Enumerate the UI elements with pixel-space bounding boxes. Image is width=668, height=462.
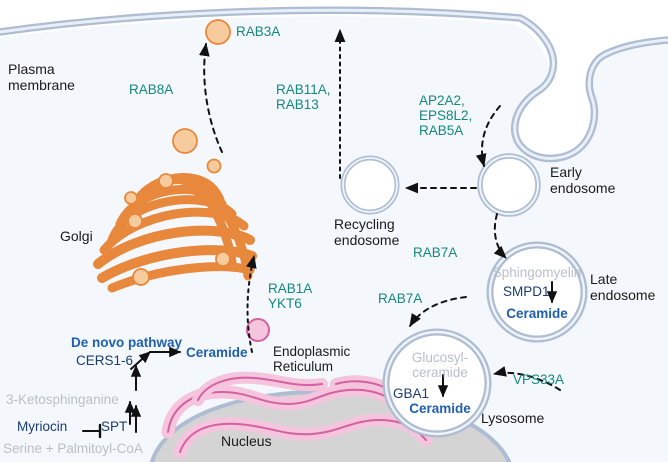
rab8a-label: RAB8A [129, 82, 174, 97]
myriocin-inhibitor: Myriocin [17, 419, 68, 434]
de-novo-ceramide-product: Ceramide [186, 345, 248, 360]
rab11a-rab13-label: RAB11A, RAB13 [276, 82, 331, 113]
lysosome-graphic [382, 328, 492, 438]
rab3a-vesicle [205, 19, 231, 45]
late-endosome-label: Late endosome [590, 271, 656, 303]
rab7a-late-label: RAB7A [413, 245, 458, 260]
lysosome-label: Lysosome [481, 410, 545, 426]
recycling-endosome-label: Recycling endosome [334, 216, 400, 248]
endoplasmic-reticulum-label: Endoplasmic Reticulum [273, 344, 351, 375]
serine-palmitoyl-coa-substrate: Serine + Palmitoyl-CoA [3, 441, 143, 456]
recycling-endosome-graphic [340, 155, 400, 215]
ketosphinganine-intermediate: 3-Ketosphinganine [6, 392, 119, 407]
golgi-vesicles [124, 128, 231, 286]
metabolic-arrows [82, 281, 558, 439]
plasma-membrane-graphic [0, 6, 668, 163]
rab1a-ykt6-label: RAB1A YKT6 [268, 281, 313, 312]
gba1-enzyme-label: GBA1 [393, 386, 430, 401]
spt-enzyme-label: SPT [101, 419, 128, 434]
rab7a-lysosome-label: RAB7A [378, 291, 423, 306]
vps33a-label: VPS33A [513, 372, 565, 387]
early-endosome-graphic [477, 153, 541, 217]
sphingomyelin-substrate: Sphingomyelin [492, 265, 582, 280]
smpd1-enzyme-label: SMPD1 [503, 284, 550, 299]
late-endosome-graphic [486, 241, 588, 343]
cytosol-region [0, 16, 668, 462]
cers-enzyme-label: CERS1-6 [76, 353, 134, 368]
plasma-membrane-label: Plasma membrane [8, 61, 75, 93]
transport-arrows [198, 28, 561, 391]
nucleus-label: Nucleus [221, 433, 272, 449]
golgi-label: Golgi [60, 228, 93, 244]
endoplasmic-reticulum-graphic [161, 371, 433, 459]
lysosome-ceramide-product: Ceramide [409, 401, 471, 416]
rab3a-label: RAB3A [236, 24, 281, 39]
early-endosome-label: Early endosome [550, 164, 616, 196]
de-novo-pathway-heading: De novo pathway [71, 335, 183, 350]
ap2a2-eps8l2-rab5a-label: AP2A2, EPS8L2, RAB5A [419, 93, 473, 139]
glucosylceramide-substrate: Glucosyl- ceramide [411, 350, 469, 381]
er-marker-vesicle [246, 318, 270, 342]
golgi-graphic [93, 173, 257, 293]
late-endosome-ceramide-product: Ceramide [506, 306, 568, 321]
